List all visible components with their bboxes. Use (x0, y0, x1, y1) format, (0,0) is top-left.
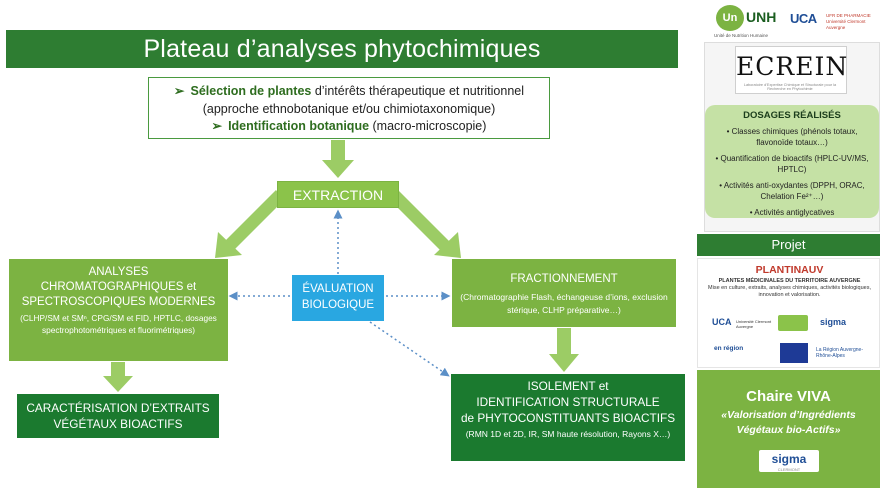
isolement-line-1: ISOLEMENT et (527, 379, 609, 393)
isolement-box: ISOLEMENT et IDENTIFICATION STRUCTURALE … (451, 374, 685, 461)
uca-logo-small: UCA (712, 317, 732, 327)
chaire-title: Chaire VIVA (746, 388, 831, 405)
dosages-list: Classes chimiques (phénols totaux, flavo… (705, 127, 879, 219)
unh-subtitle: Unité de Nutrition Humaine (714, 33, 769, 38)
ecrein-subtitle: Laboratoire d'Expertise Chimique et Stru… (743, 83, 837, 91)
check-arrow-icon: ➢ (211, 119, 223, 133)
sigma-logo-text: sigma (771, 452, 807, 466)
list-item: Classes chimiques (phénols totaux, flavo… (711, 127, 873, 148)
arrow-extraction-fractionnement (390, 190, 461, 258)
caracterisation-line-2: VÉGÉTAUX BIOACTIFS (53, 417, 183, 431)
region-aura-logo: La Région Auvergne-Rhône-Alpes (816, 347, 863, 359)
uhn-logo: Un (716, 5, 744, 31)
sigma-logo-sub: CLERMONT (777, 467, 801, 472)
selection-line-2: (approche ethnobotanique et/ou chimiotax… (202, 101, 496, 116)
dotted-arrows (228, 209, 451, 377)
selection-line-3-bold: Identification botanique (228, 119, 370, 133)
fractionnement-box: FRACTIONNEMENT (Chromatographie Flash, é… (452, 259, 676, 327)
sigma-logo-small: sigma (820, 317, 847, 327)
check-arrow-icon: ➢ (174, 84, 185, 98)
isolement-line-3: de PHYTOCONSTITUANTS BIOACTIFS (460, 411, 676, 425)
projet-header: Projet (697, 234, 880, 256)
top-logos: Un UNH Unité de Nutrition Humaine UCA UF… (706, 3, 884, 39)
arrow-fractionnement-isolement (549, 328, 579, 372)
analyses-box: ANALYSES CHROMATOGRAPHIQUES et SPECTROSC… (9, 259, 228, 361)
caracterisation-line-1: CARACTÉRISATION D’EXTRAITS (26, 401, 210, 415)
unh-logo-text: UNH (746, 9, 777, 25)
ecrein-logo: ECREIN (735, 46, 847, 94)
caracterisation-box: CARACTÉRISATION D’EXTRAITS VÉGÉTAUX BIOA… (17, 394, 219, 438)
plantinauv-sub-line-2: Mise en culture, extraits, analyses chim… (708, 285, 871, 291)
page-title: Plateau d’analyses phytochimiques (6, 30, 678, 68)
plantinauv-sub-line-3: innovation et valorisation. (758, 292, 821, 298)
isolement-line-2: IDENTIFICATION STRUCTURALE (476, 395, 660, 409)
plantinauv-title: PLANTINAUV (755, 264, 824, 276)
list-item: Activités anti-oxydantes (DPPH, ORAC, Ch… (711, 181, 873, 202)
dosages-title: DOSAGES RÉALISÉS (743, 110, 841, 121)
arrow-analyses-caracterisation (103, 362, 133, 392)
fractionnement-details: (Chromatographie Flash, échangeuse d’ion… (460, 292, 668, 315)
selection-line-1: ➢ Sélection de plantes d’intérêts thérape… (149, 83, 549, 101)
fractionnement-title: FRACTIONNEMENT (510, 273, 618, 285)
plantinauv-sub-line-1: PLANTES MÉDICINALES DU TERRITOIRE AUVERG… (718, 278, 861, 284)
isolement-details: (RMN 1D et 2D, IR, SM haute résolution, … (465, 429, 671, 439)
analyses-line-1: ANALYSES (88, 266, 149, 278)
evaluation-line-1: ÉVALUATION (302, 283, 374, 295)
uca-subtitle: UFR DE PHARMACIE Université Clermont Auv… (826, 13, 871, 30)
chaire-sub-line-2: Végétaux bio-Actifs» (736, 424, 841, 436)
plantinauv-panel: PLANTINAUV PLANTES MÉDICINALES DU TERRIT… (697, 258, 880, 368)
selection-line-1-rest: d’intérêts thérapeutique et nutritionnel (311, 84, 524, 98)
arrow-selection-extraction (322, 140, 354, 178)
analyses-details: (CLHP/SM et SMⁿ, CPG/SM et FID, HPTLC, d… (20, 313, 217, 335)
list-item: Quantification de bioactifs (HPLC-UV/MS,… (711, 154, 873, 175)
ecrein-panel: ECREIN Laboratoire d'Expertise Chimique … (704, 42, 880, 232)
list-item: Activités antiglycatives (711, 208, 873, 219)
arrow-extraction-analyses (215, 190, 284, 258)
chaire-panel: Chaire VIVA «Valorisation d’Ingrédients … (697, 370, 880, 488)
chaire-subtitle: «Valorisation d’Ingrédients Végétaux bio… (697, 408, 880, 438)
eu-flag-icon (780, 343, 808, 363)
selection-line-3: ➢ Identification botanique (macro-microsc… (149, 118, 549, 136)
extraction-box: EXTRACTION (277, 181, 399, 208)
uca-logo-small-subtitle: Université Clermont Auvergne (736, 319, 772, 329)
chaire-sub-line-1: «Valorisation d’Ingrédients (721, 409, 856, 421)
evaluation-line-2: BIOLOGIQUE (301, 298, 375, 311)
evaluation-box: ÉVALUATION BIOLOGIQUE (292, 275, 384, 321)
analyses-line-3: SPECTROSCOPIQUES MODERNES (21, 296, 216, 308)
dosages-panel: DOSAGES RÉALISÉS Classes chimiques (phén… (705, 105, 879, 218)
en-region-logo: en région (714, 345, 744, 352)
selection-line-1-bold: Sélection de plantes (190, 84, 312, 98)
plantinauv-subtitle: PLANTES MÉDICINALES DU TERRITOIRE AUVERG… (702, 278, 877, 299)
selection-line-3-rest: (macro-microscopie) (369, 119, 487, 133)
uca-logo: UCA (790, 11, 817, 26)
analyses-line-2: CHROMATOGRAPHIQUES et (40, 281, 197, 293)
selection-box: ➢ Sélection de plantes d’intérêts thérape… (148, 77, 550, 139)
partner-logo-green (778, 315, 808, 331)
